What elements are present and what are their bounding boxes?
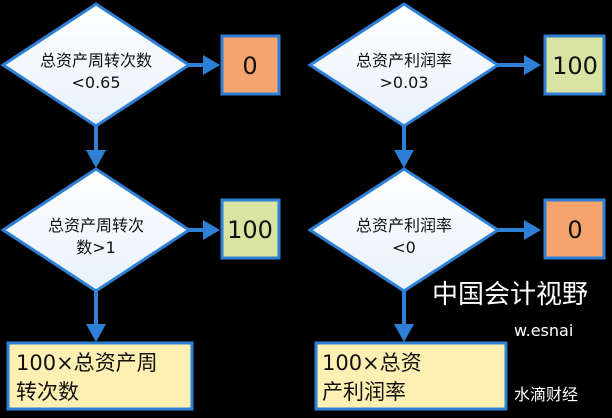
formula-text: 转次数 — [16, 380, 79, 404]
decision-text: 总资产周转次数 — [40, 51, 152, 70]
decision-text: 总资产周转次 — [48, 216, 144, 235]
formula-text: 产利润率 — [322, 380, 406, 404]
decision-text: <0 — [392, 238, 416, 257]
result-box — [543, 34, 606, 96]
arrow — [189, 220, 220, 240]
arrow — [86, 126, 106, 168]
result-value: 100 — [227, 216, 273, 244]
decision-text: 数>1 — [76, 238, 116, 257]
decision-text: 总资产利润率 — [356, 216, 452, 235]
watermark-text: w.esnai — [514, 321, 573, 340]
formula-text: 100×总资 — [322, 351, 422, 375]
decision-text: <0.65 — [71, 73, 120, 92]
formula-box — [6, 341, 194, 411]
arrow — [394, 126, 414, 168]
result-value: 0 — [567, 216, 582, 244]
arrow — [498, 220, 541, 240]
arrow — [189, 55, 220, 75]
formula-text: 100×总资产周 — [16, 351, 158, 375]
watermark-text: 中国会计视野 — [432, 280, 588, 310]
decision-text: 总资产利润率 — [356, 51, 452, 70]
result-value: 0 — [242, 52, 257, 80]
decision-text: >0.03 — [379, 73, 428, 92]
result-box — [543, 198, 606, 260]
result-value: 100 — [552, 52, 598, 80]
arrow — [86, 291, 106, 342]
formula-box — [314, 341, 508, 411]
result-box — [220, 34, 281, 96]
arrow — [498, 55, 541, 75]
arrow — [394, 291, 414, 342]
result-box — [220, 198, 281, 260]
watermark-text: 水滴财经 — [514, 385, 578, 404]
